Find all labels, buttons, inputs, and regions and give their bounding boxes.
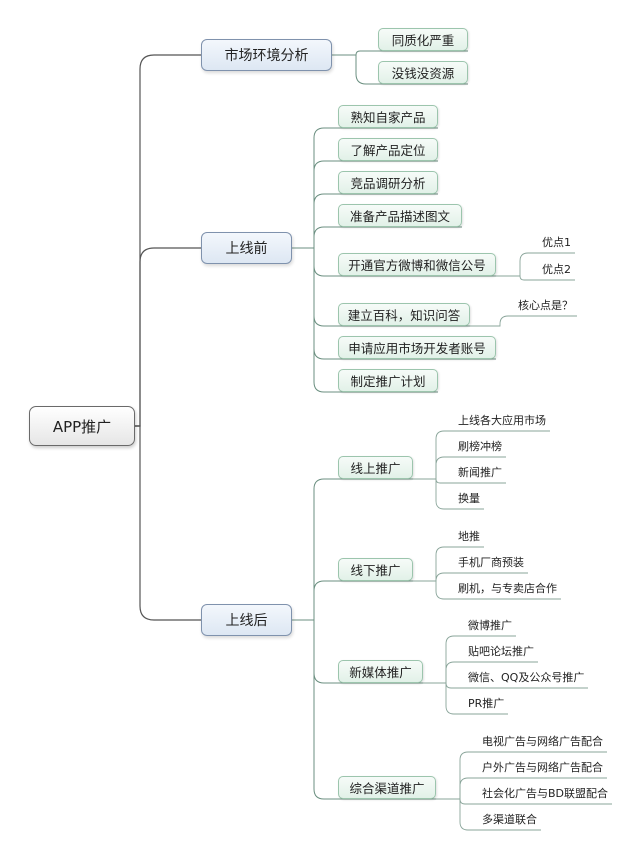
root-connector-2: [135, 425, 201, 621]
topic-homogenization[interactable]: 同质化严重: [378, 28, 468, 51]
leaf-oem-preinstall: 手机厂商预装: [458, 556, 524, 569]
branch-connector-1-3: [292, 226, 462, 249]
leaf-connector-0-1: [496, 275, 575, 281]
leaf-connector-0-0: [496, 252, 575, 277]
leaf-ranking: 刷榜冲榜: [458, 440, 502, 453]
topic-new-media-promotion[interactable]: 新媒体推广: [338, 660, 423, 683]
topic-official-accounts[interactable]: 开通官方微博和微信公号: [338, 253, 496, 276]
leaf-connector-1-0: [470, 315, 577, 327]
topic-no-resources[interactable]: 没钱没资源: [378, 61, 468, 84]
leaf-core-point: 核心点是？: [518, 299, 573, 312]
leaf-social-bd-ads: 社会化广告与BD联盟配合: [482, 787, 609, 800]
leaf-outdoor-online-ads: 户外广告与网络广告配合: [482, 761, 603, 774]
branch-post-launch[interactable]: 上线后: [201, 604, 292, 636]
branch-connector-2-3: [292, 619, 436, 800]
branch-connector-2-0: [292, 478, 413, 621]
leaf-connector-3-2: [413, 580, 561, 600]
leaf-wechat-qq-promotion: 微信、QQ及公众号推广: [468, 671, 585, 684]
leaf-connector-5-0: [436, 751, 607, 800]
leaf-connector-5-1: [436, 777, 607, 800]
leaf-connector-3-1: [413, 572, 528, 582]
topic-online-promotion[interactable]: 线上推广: [338, 456, 413, 479]
branch-pre-launch[interactable]: 上线前: [201, 232, 292, 264]
leaf-advantage-2: 优点2: [542, 263, 571, 276]
leaf-ground-promotion: 地推: [458, 530, 480, 543]
branch-connector-1-0: [292, 127, 438, 249]
leaf-connector-2-0: [413, 430, 550, 480]
topic-promotion-plan[interactable]: 制定推广计划: [338, 369, 438, 392]
topic-competitor-research[interactable]: 竞品调研分析: [338, 171, 438, 194]
branch-connector-2-1: [292, 580, 413, 621]
leaf-store-partnership: 刷机，与专卖店合作: [458, 582, 557, 595]
leaf-traffic-exchange: 换量: [458, 492, 480, 505]
root-node[interactable]: APP推广: [29, 406, 135, 446]
leaf-tv-online-ads: 电视广告与网络广告配合: [482, 735, 603, 748]
topic-encyclopedia-qa[interactable]: 建立百科，知识问答: [338, 303, 470, 326]
topic-offline-promotion[interactable]: 线下推广: [338, 558, 413, 581]
leaf-app-markets: 上线各大应用市场: [458, 414, 546, 427]
topic-product-positioning[interactable]: 了解产品定位: [338, 138, 438, 161]
leaf-connector-5-3: [436, 798, 541, 831]
leaf-connector-3-0: [413, 546, 484, 582]
branch-market-analysis[interactable]: 市场环境分析: [201, 39, 332, 71]
leaf-pr-promotion: PR推广: [468, 697, 505, 710]
leaf-news-promotion: 新闻推广: [458, 466, 502, 479]
branch-connector-0-1: [332, 54, 468, 85]
leaf-forum-promotion: 贴吧论坛推广: [468, 645, 534, 658]
leaf-weibo-promotion: 微博推广: [468, 619, 512, 632]
branch-connector-1-7: [292, 247, 438, 393]
topic-integrated-channels[interactable]: 综合渠道推广: [338, 776, 436, 799]
leaf-connector-4-3: [423, 682, 508, 715]
leaf-connector-2-3: [413, 478, 484, 510]
topic-product-description[interactable]: 准备产品描述图文: [338, 204, 462, 227]
leaf-connector-4-0: [423, 635, 516, 684]
root-connector-0: [135, 54, 201, 427]
root-connector-1: [135, 247, 201, 427]
leaf-multichannel: 多渠道联合: [482, 813, 537, 826]
leaf-advantage-1: 优点1: [542, 236, 571, 249]
leaf-connector-2-1: [413, 456, 506, 480]
branch-connector-1-1: [292, 160, 438, 249]
topic-know-product[interactable]: 熟知自家产品: [338, 105, 438, 128]
topic-developer-account[interactable]: 申请应用市场开发者账号: [338, 336, 496, 359]
branch-connector-0-0: [332, 50, 468, 56]
branch-connector-1-2: [292, 193, 438, 249]
leaf-connector-4-1: [423, 661, 538, 684]
